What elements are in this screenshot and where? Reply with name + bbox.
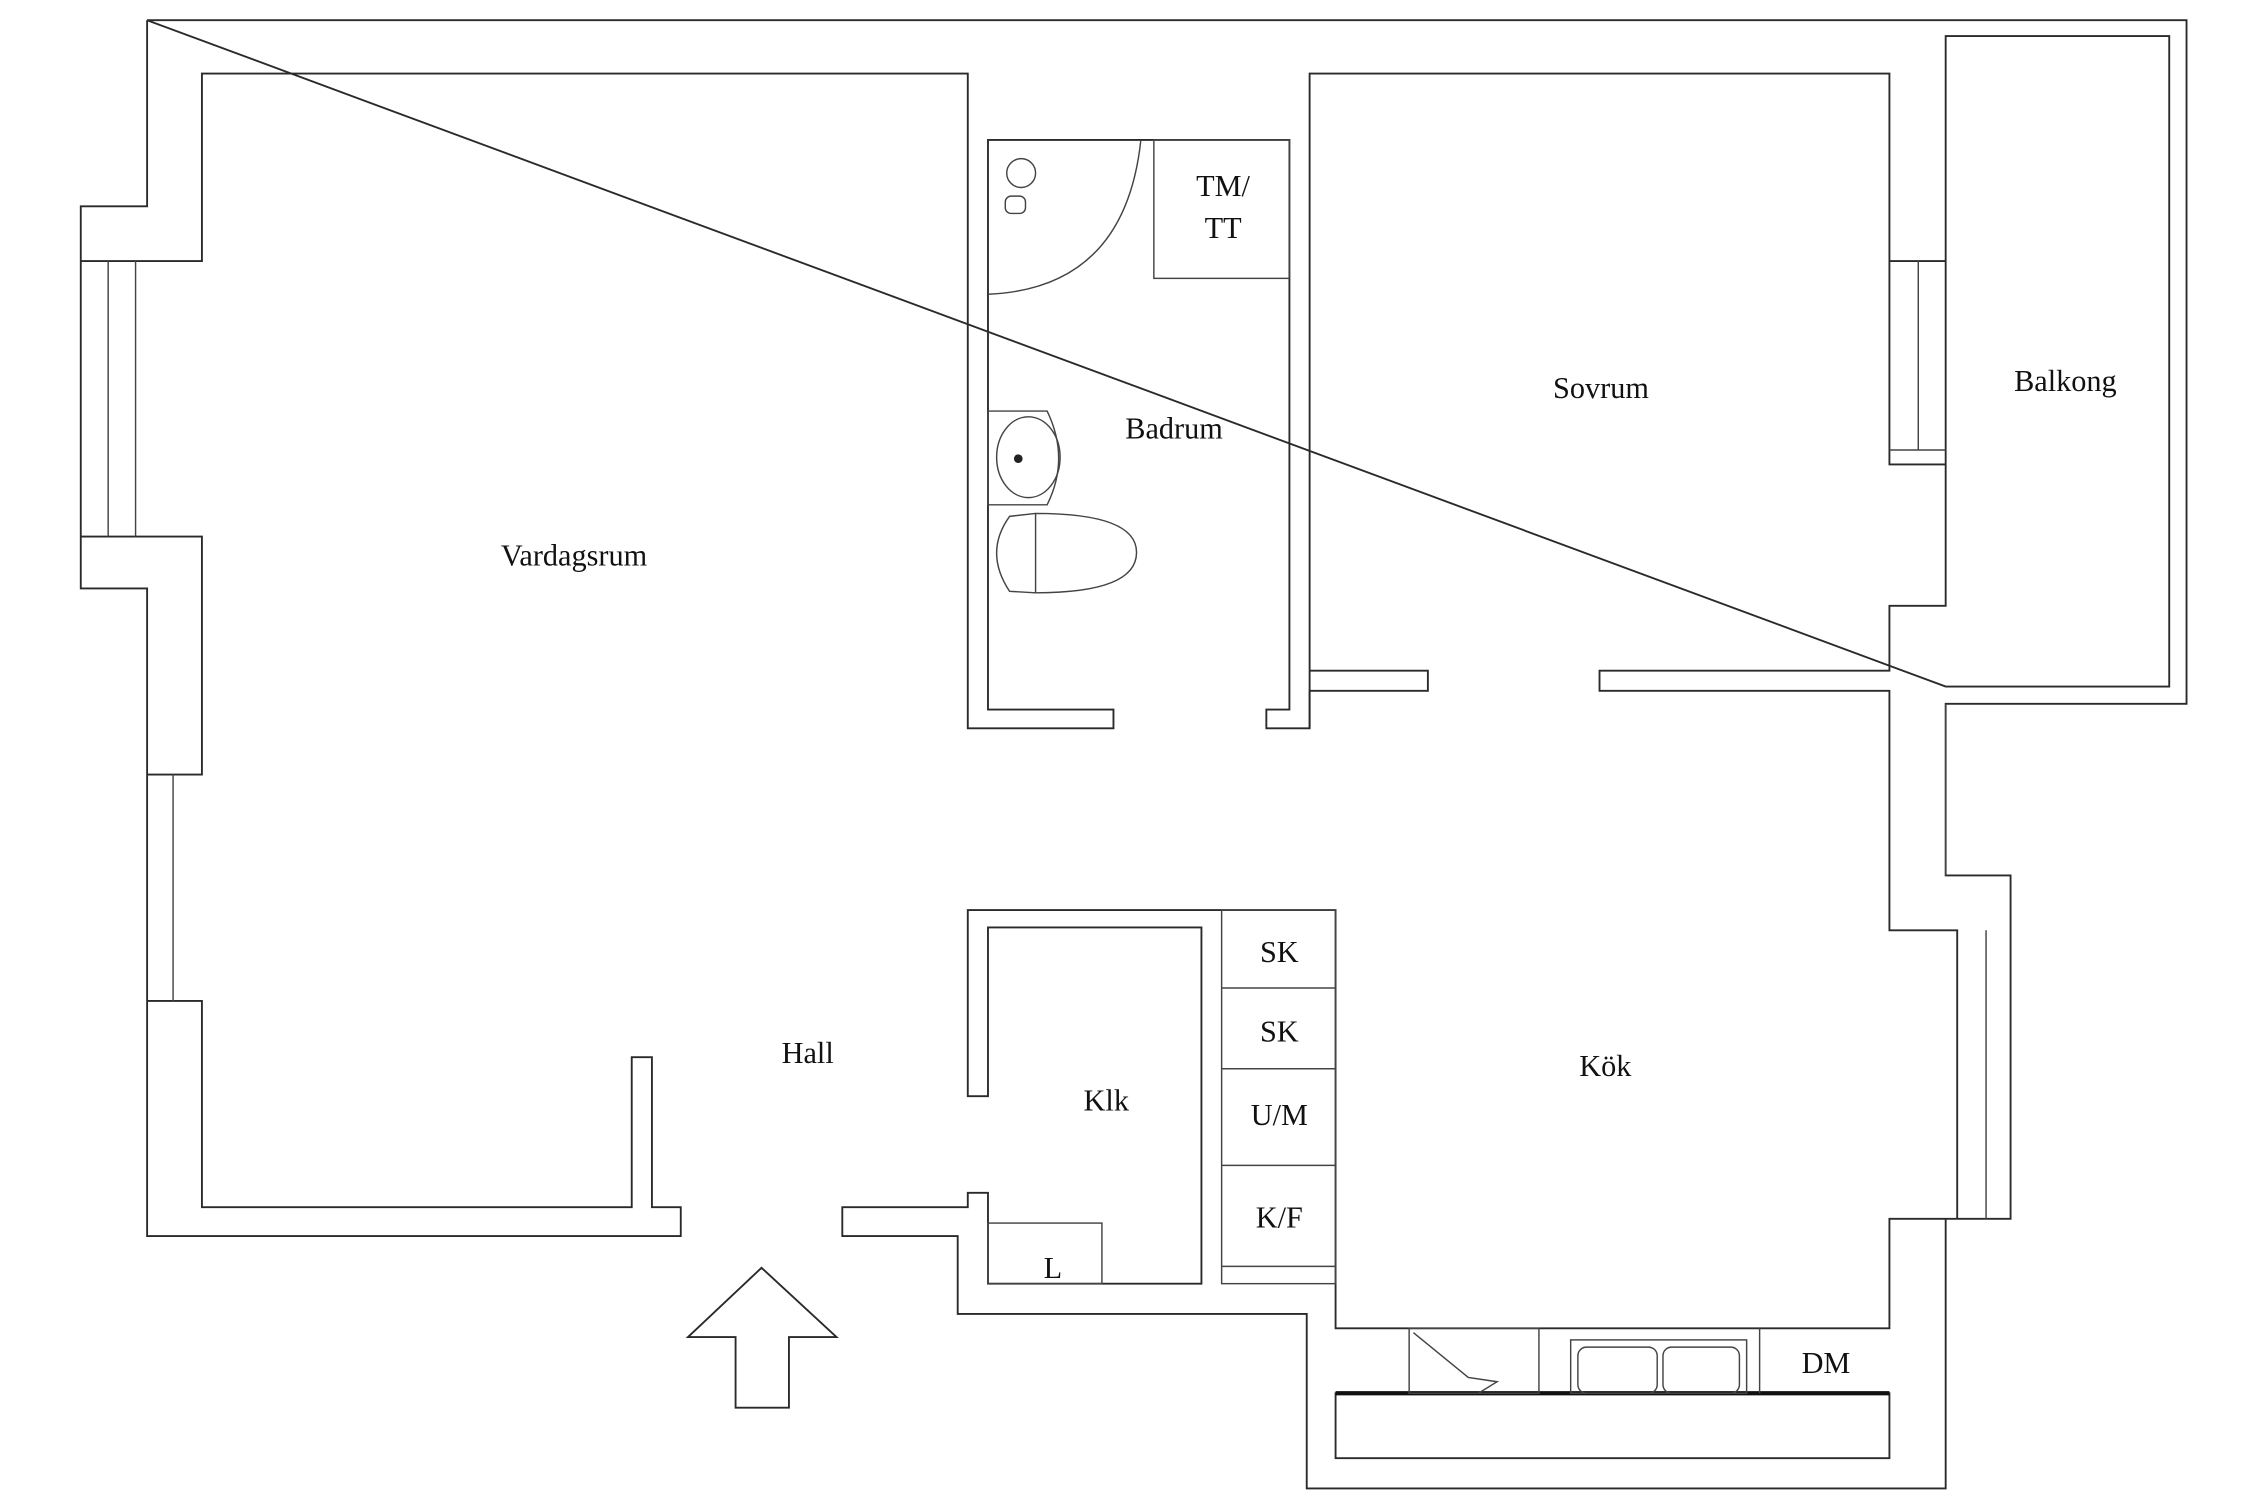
bedroom-window — [1888, 261, 1946, 466]
outer-wall — [146, 19, 2188, 1490]
outer-wall-west — [79, 20, 682, 1237]
label-oven-micro: U/M — [1251, 1098, 1308, 1132]
shower-icon — [987, 139, 1142, 295]
label-cabinet-2: SK — [1260, 1014, 1299, 1048]
room-label-balcony: Balkong — [2014, 364, 2117, 398]
label-dishwasher: DM — [1802, 1346, 1851, 1380]
label-cabinet-1: SK — [1260, 935, 1299, 969]
room-label-bedroom: Sovrum — [1553, 371, 1649, 405]
label-washer: TM/ — [1196, 169, 1250, 203]
arrow-up-icon — [685, 1266, 839, 1409]
sink-icon — [987, 410, 1060, 506]
room-label-closet: Klk — [1084, 1084, 1130, 1118]
room-label-bathroom: Badrum — [1125, 411, 1223, 445]
label-dryer: TT — [1205, 211, 1242, 245]
label-linen: L — [1044, 1251, 1063, 1285]
label-fridge-freezer: K/F — [1256, 1200, 1303, 1234]
bedroom-wall — [1308, 669, 1429, 729]
stove-icon — [1408, 1327, 1540, 1394]
room-label-hall: Hall — [782, 1036, 834, 1070]
toilet-icon — [1034, 512, 1138, 594]
room-label-living-room: Vardagsrum — [501, 538, 648, 572]
room-label-kitchen: Kök — [1579, 1049, 1632, 1083]
kitchen-sink-icon — [1569, 1339, 1748, 1394]
living-room-wall — [80, 72, 1946, 730]
